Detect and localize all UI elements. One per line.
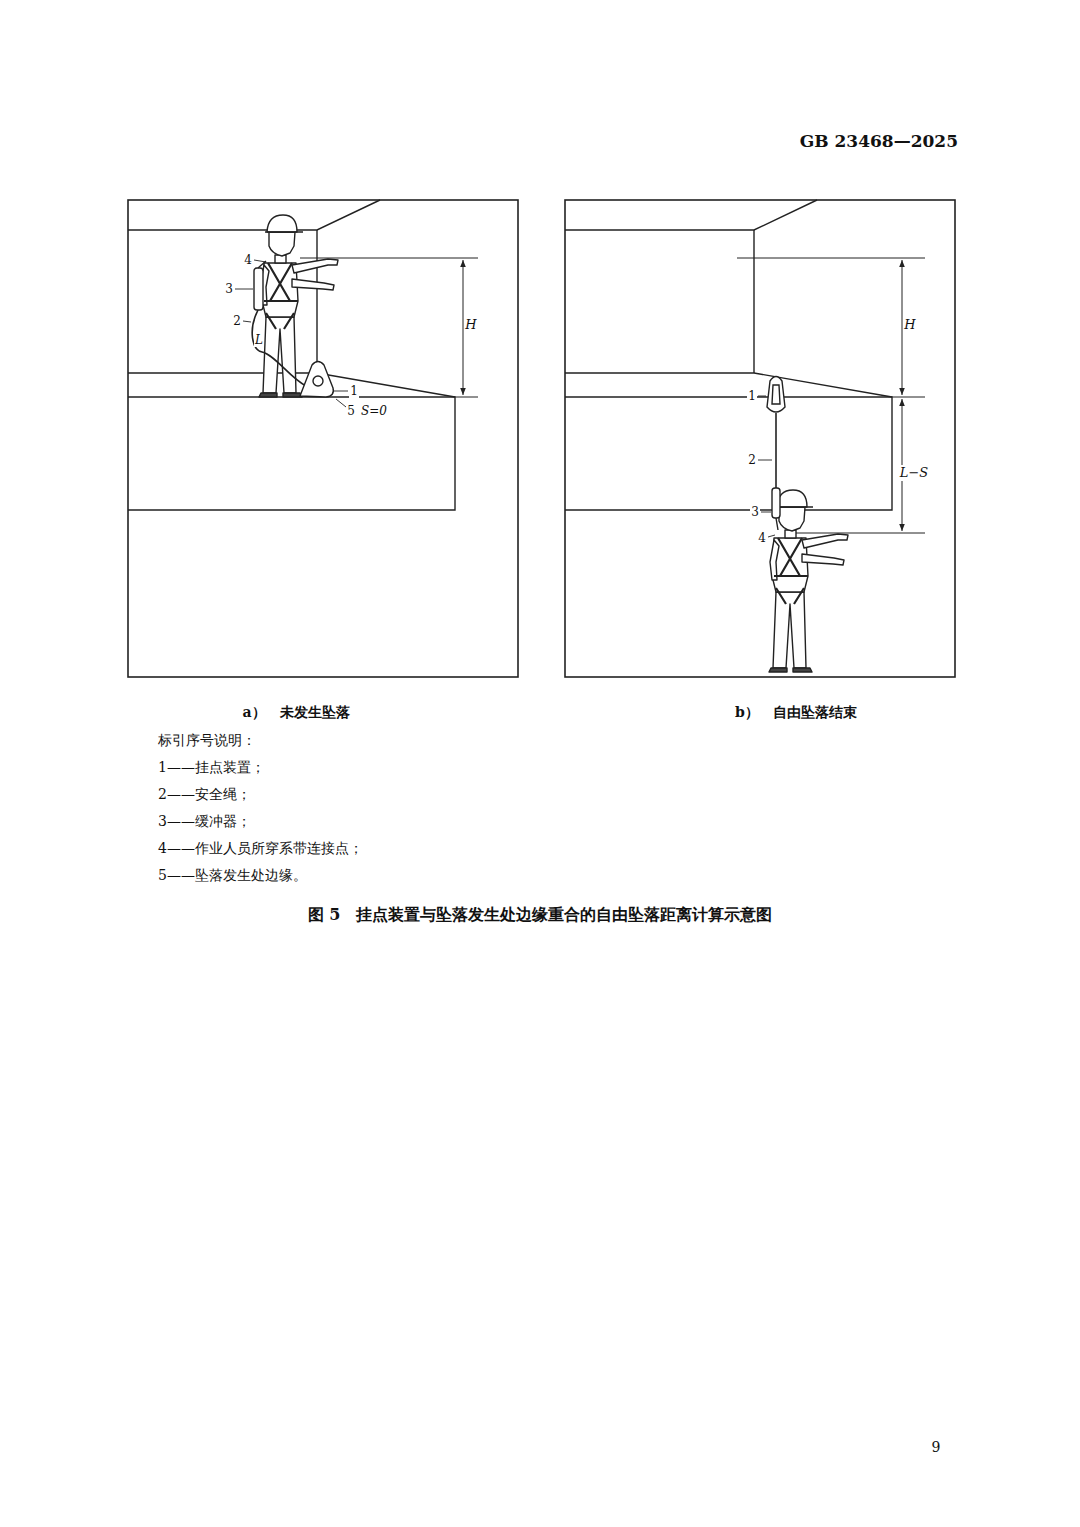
dimension-label: L−S — [899, 465, 929, 481]
callout-number: 1 — [747, 389, 757, 403]
standard-number: GB 23468—2025 — [800, 131, 958, 151]
callout-number: 2 — [747, 453, 757, 467]
callout-number: 1 — [349, 384, 359, 398]
dimension-label: H — [903, 317, 916, 333]
dimension-label: H — [464, 317, 477, 333]
key-entry: 2——安全绳； — [158, 786, 251, 803]
key-heading: 标引序号说明： — [158, 732, 256, 749]
callout-number: 4 — [757, 531, 767, 545]
key-entry: 5——坠落发生处边缘。 — [158, 867, 307, 884]
length-symbol: L — [254, 333, 264, 347]
callout-number: 4 — [243, 253, 253, 267]
key-entry: 4——作业人员所穿系带连接点； — [158, 840, 363, 857]
callout-number: 3 — [224, 282, 234, 296]
figure-caption: 图 5 挂点装置与坠落发生处边缘重合的自由坠落距离计算示意图 — [308, 905, 773, 924]
key-entry: 3——缓冲器； — [158, 813, 251, 830]
callout-number: 3 — [750, 505, 760, 519]
callout-number: 5 — [346, 404, 356, 418]
subfigure-caption: b） 自由坠落结束 — [735, 704, 857, 721]
subfigure-caption: a） 未发生坠落 — [242, 704, 349, 721]
key-entry: 1——挂点装置； — [158, 759, 265, 776]
callout-number: 2 — [232, 314, 242, 328]
page-number: 9 — [932, 1439, 941, 1456]
distance-symbol: S=0 — [360, 404, 388, 418]
